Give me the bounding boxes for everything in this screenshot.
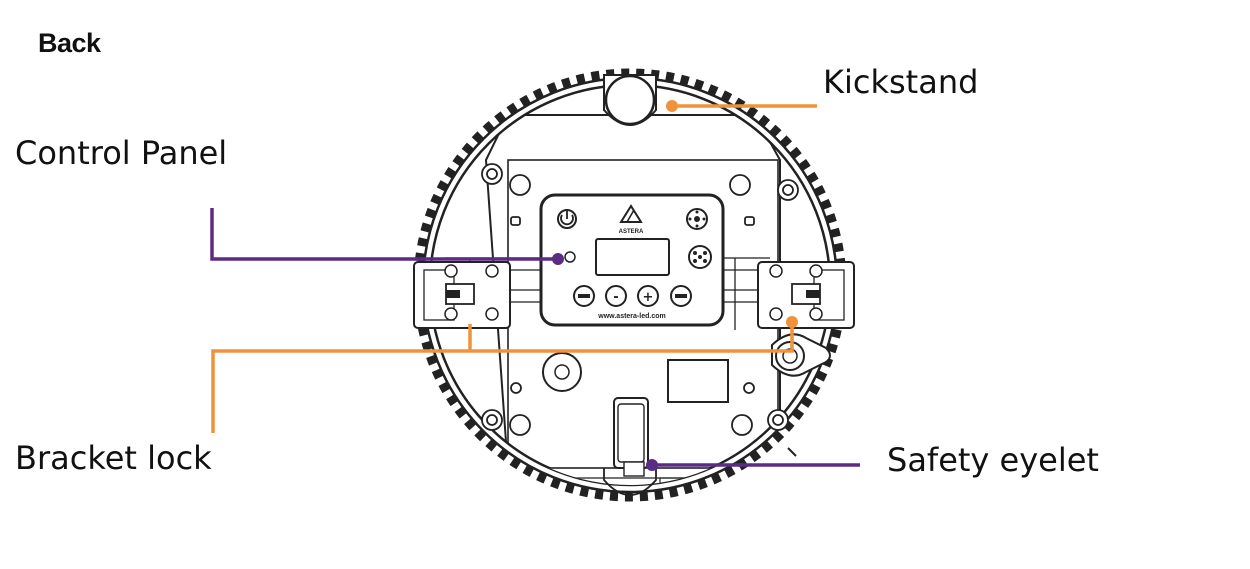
bracket-lock-label: Bracket lock bbox=[15, 439, 212, 477]
kickstand bbox=[603, 74, 657, 126]
bracket-lock-left bbox=[413, 261, 511, 329]
minus-glyph: - bbox=[613, 290, 618, 305]
label-plate bbox=[667, 359, 729, 403]
kickstand-leader-dot bbox=[666, 100, 678, 112]
light-sensor-icon bbox=[686, 208, 708, 230]
dmx-connector-icon bbox=[688, 245, 712, 269]
safety-eyelet-leader-dot bbox=[646, 459, 658, 471]
bracket-lock-leader bbox=[211, 322, 794, 433]
brand-text: ASTERA bbox=[619, 229, 644, 235]
control-panel: - + ASTERA www.astera-led.com bbox=[539, 193, 725, 327]
display bbox=[595, 238, 670, 276]
panel-buttons bbox=[573, 285, 692, 307]
kickstand-label: Kickstand bbox=[823, 63, 979, 101]
control-panel-leader-dot bbox=[552, 253, 564, 265]
minus-button bbox=[605, 285, 627, 307]
power-icon bbox=[557, 209, 577, 229]
plus-glyph: + bbox=[643, 290, 654, 305]
wing-knob bbox=[771, 333, 831, 377]
control-panel-leader bbox=[210, 208, 558, 261]
screws bbox=[481, 163, 799, 436]
round-port bbox=[542, 352, 582, 392]
view-title: Back bbox=[38, 28, 101, 58]
url-text: www.astera-led.com bbox=[597, 313, 665, 320]
bracket-lock-right bbox=[757, 261, 855, 329]
status-led bbox=[564, 251, 576, 263]
control-panel-label: Control Panel bbox=[15, 134, 228, 172]
safety-eyelet bbox=[603, 397, 657, 496]
plus-button bbox=[637, 285, 659, 307]
safety-eyelet-label: Safety eyelet bbox=[887, 441, 1099, 479]
bracket-lock-leader-dot bbox=[786, 316, 798, 328]
astera-logo-icon bbox=[619, 204, 643, 223]
